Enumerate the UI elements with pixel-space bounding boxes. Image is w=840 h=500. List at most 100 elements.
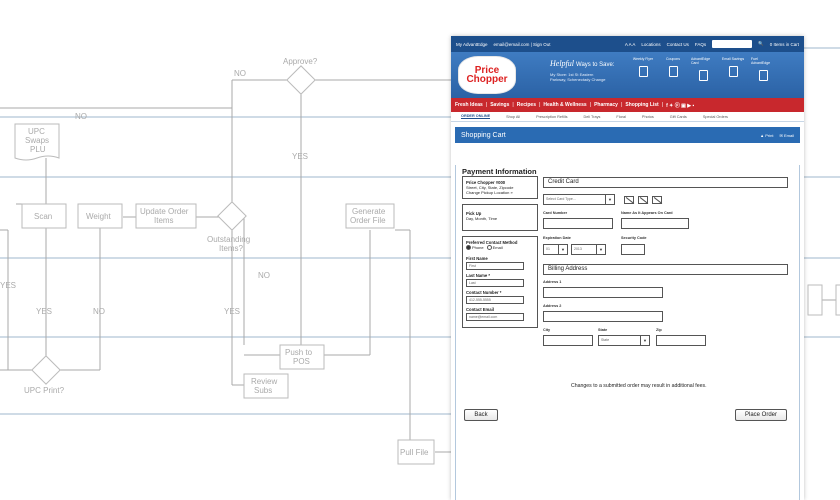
no-label: NO bbox=[93, 307, 105, 316]
push-to-pos-box: Push to POS bbox=[279, 344, 325, 370]
svg-text:Weight: Weight bbox=[86, 212, 112, 221]
nav-recipes[interactable]: Recipes bbox=[516, 102, 536, 108]
search-icon[interactable]: 🔍 bbox=[758, 41, 764, 46]
weekly-flyer-link[interactable]: Weekly Flyer bbox=[631, 57, 655, 81]
address1-field[interactable] bbox=[543, 287, 663, 298]
contact-us-link[interactable]: Contact Us bbox=[666, 41, 689, 47]
subnav-floral[interactable]: Floral bbox=[616, 114, 626, 119]
my-store-info[interactable]: My Store: 1st St Eastern Parkway, Schene… bbox=[550, 72, 606, 82]
shopping-cart-bar: Shopping Cart ▲ Print ✉ Email bbox=[455, 127, 800, 143]
subnav-deli-trays[interactable]: Deli Trays bbox=[583, 114, 601, 119]
no-label: NO bbox=[75, 112, 87, 121]
nav-health-wellness[interactable]: Health & Wellness bbox=[543, 102, 587, 108]
print-button[interactable]: ▲ Print bbox=[760, 132, 774, 138]
advantedge-card-link[interactable]: AdvantEdge Card bbox=[691, 57, 715, 81]
security-code-field[interactable] bbox=[621, 244, 645, 255]
cart-link[interactable]: 0 Items in Cart bbox=[769, 41, 799, 47]
text-size-control[interactable]: A A A bbox=[624, 41, 636, 47]
card-type-select[interactable]: Select Card Type...▼ bbox=[543, 194, 615, 205]
name-on-card-label: Name As It Appears On Card bbox=[621, 211, 673, 215]
name-on-card-field[interactable] bbox=[621, 218, 689, 229]
chevron-down-icon: ▼ bbox=[605, 195, 614, 204]
subnav-gift-cards[interactable]: Gift Cards bbox=[669, 114, 687, 119]
change-pickup-link[interactable]: Change Pickup Location » bbox=[466, 190, 513, 195]
contact-email-field[interactable]: name@email.com bbox=[466, 313, 524, 322]
svg-text:UPC: UPC bbox=[28, 127, 45, 136]
subnav-shop-all[interactable]: Shop All bbox=[506, 114, 521, 119]
place-order-button[interactable]: Place Order bbox=[735, 409, 787, 421]
yes-label: YES bbox=[224, 307, 240, 316]
subnav-special-orders[interactable]: Special Orders bbox=[702, 114, 728, 119]
review-subs-box: Review Subs bbox=[243, 373, 289, 399]
flow-lines bbox=[0, 47, 840, 453]
svg-text:Subs: Subs bbox=[254, 386, 272, 395]
email-radio[interactable]: Email bbox=[486, 245, 503, 251]
phone-radio[interactable]: Phone bbox=[466, 245, 484, 251]
fuel-icon bbox=[758, 70, 768, 81]
subnav-order-online[interactable]: ORDER ONLINE bbox=[461, 114, 491, 119]
contact-number-field[interactable]: 412-555-5555 bbox=[466, 296, 524, 305]
last-name-field[interactable]: Last bbox=[466, 279, 524, 288]
no-label: NO bbox=[234, 69, 246, 78]
svg-text:Pull File: Pull File bbox=[400, 448, 429, 457]
address2-field[interactable] bbox=[543, 311, 663, 322]
main-nav: Fresh Ideas| Savings| Recipes| Health & … bbox=[451, 98, 804, 112]
exp-year-select[interactable]: 2013▼ bbox=[571, 244, 606, 255]
email-button[interactable]: ✉ Email bbox=[779, 132, 795, 138]
print-icon: ▲ bbox=[760, 132, 765, 138]
svg-text:UPC Print?: UPC Print? bbox=[24, 386, 65, 395]
shopping-cart-page: My AdvantEdge email@email.com | Sign Out… bbox=[451, 36, 804, 500]
svg-text:Review: Review bbox=[251, 377, 277, 386]
exp-month-select[interactable]: 01▼ bbox=[543, 244, 568, 255]
left-column: Price Chopper #000 Street, City, State, … bbox=[462, 176, 538, 333]
coupon-icon bbox=[668, 66, 678, 77]
card-icon bbox=[698, 70, 708, 81]
chevron-down-icon: ▼ bbox=[640, 336, 649, 345]
social-icons[interactable]: f ✦ ⓟ ▣ ▶ ▪ bbox=[666, 102, 695, 109]
locations-link[interactable]: Locations bbox=[641, 41, 661, 47]
state-select[interactable]: State▼ bbox=[598, 335, 650, 346]
nav-pharmacy[interactable]: Pharmacy bbox=[594, 102, 618, 108]
account-email[interactable]: email@email.com | Sign Out bbox=[493, 41, 551, 47]
first-name-field[interactable]: First bbox=[466, 262, 524, 271]
my-advantedge-link[interactable]: My AdvantEdge bbox=[456, 41, 488, 47]
faqs-link[interactable]: FAQs bbox=[694, 41, 707, 47]
state-label: State bbox=[598, 328, 608, 332]
address1-label: Address 1 bbox=[543, 280, 562, 284]
email-icon bbox=[728, 66, 738, 77]
email-savings-link[interactable]: Email Savings bbox=[721, 57, 745, 81]
upc-swaps-box: UPC Swaps PLU bbox=[14, 123, 60, 161]
coupons-link[interactable]: Coupons bbox=[661, 57, 685, 81]
card-number-field[interactable] bbox=[543, 218, 613, 229]
svg-text:Scan: Scan bbox=[34, 212, 52, 221]
upc-print-decision: UPC Print? bbox=[24, 355, 65, 395]
subnav-prescription-refills[interactable]: Prescription Refills bbox=[536, 114, 568, 119]
billing-address-section: Billing Address bbox=[543, 264, 788, 275]
nav-shopping-list[interactable]: Shopping List bbox=[625, 102, 659, 108]
nav-fresh-ideas[interactable]: Fresh Ideas bbox=[455, 102, 483, 108]
fuel-advantedge-link[interactable]: Fuel AdvantEdge bbox=[751, 57, 775, 81]
yes-label: YES bbox=[292, 152, 308, 161]
pickup-time-card: Pick Up Day, Month, Time bbox=[462, 204, 538, 231]
city-field[interactable] bbox=[543, 335, 593, 346]
page-title: Payment Information bbox=[462, 167, 537, 176]
city-label: City bbox=[543, 328, 551, 332]
back-button[interactable]: Back bbox=[464, 409, 498, 421]
email-icon: ✉ bbox=[779, 132, 783, 138]
sub-nav: ORDER ONLINE Shop All Prescription Refil… bbox=[451, 112, 804, 122]
zip-label: Zip bbox=[656, 328, 662, 332]
scan-box: Scan bbox=[21, 203, 67, 229]
nav-savings[interactable]: Savings bbox=[490, 102, 510, 108]
search-input[interactable] bbox=[712, 40, 753, 48]
zip-field[interactable] bbox=[656, 335, 706, 346]
credit-card-section: Credit Card bbox=[543, 177, 788, 188]
right-edge-box bbox=[807, 284, 840, 316]
svg-text:Approve?: Approve? bbox=[283, 57, 318, 66]
subnav-photos[interactable]: Photos bbox=[641, 114, 654, 119]
generate-order-file-box: Generate Order File bbox=[345, 203, 395, 229]
chevron-down-icon: ▼ bbox=[558, 245, 567, 254]
svg-text:Order File: Order File bbox=[350, 216, 386, 225]
